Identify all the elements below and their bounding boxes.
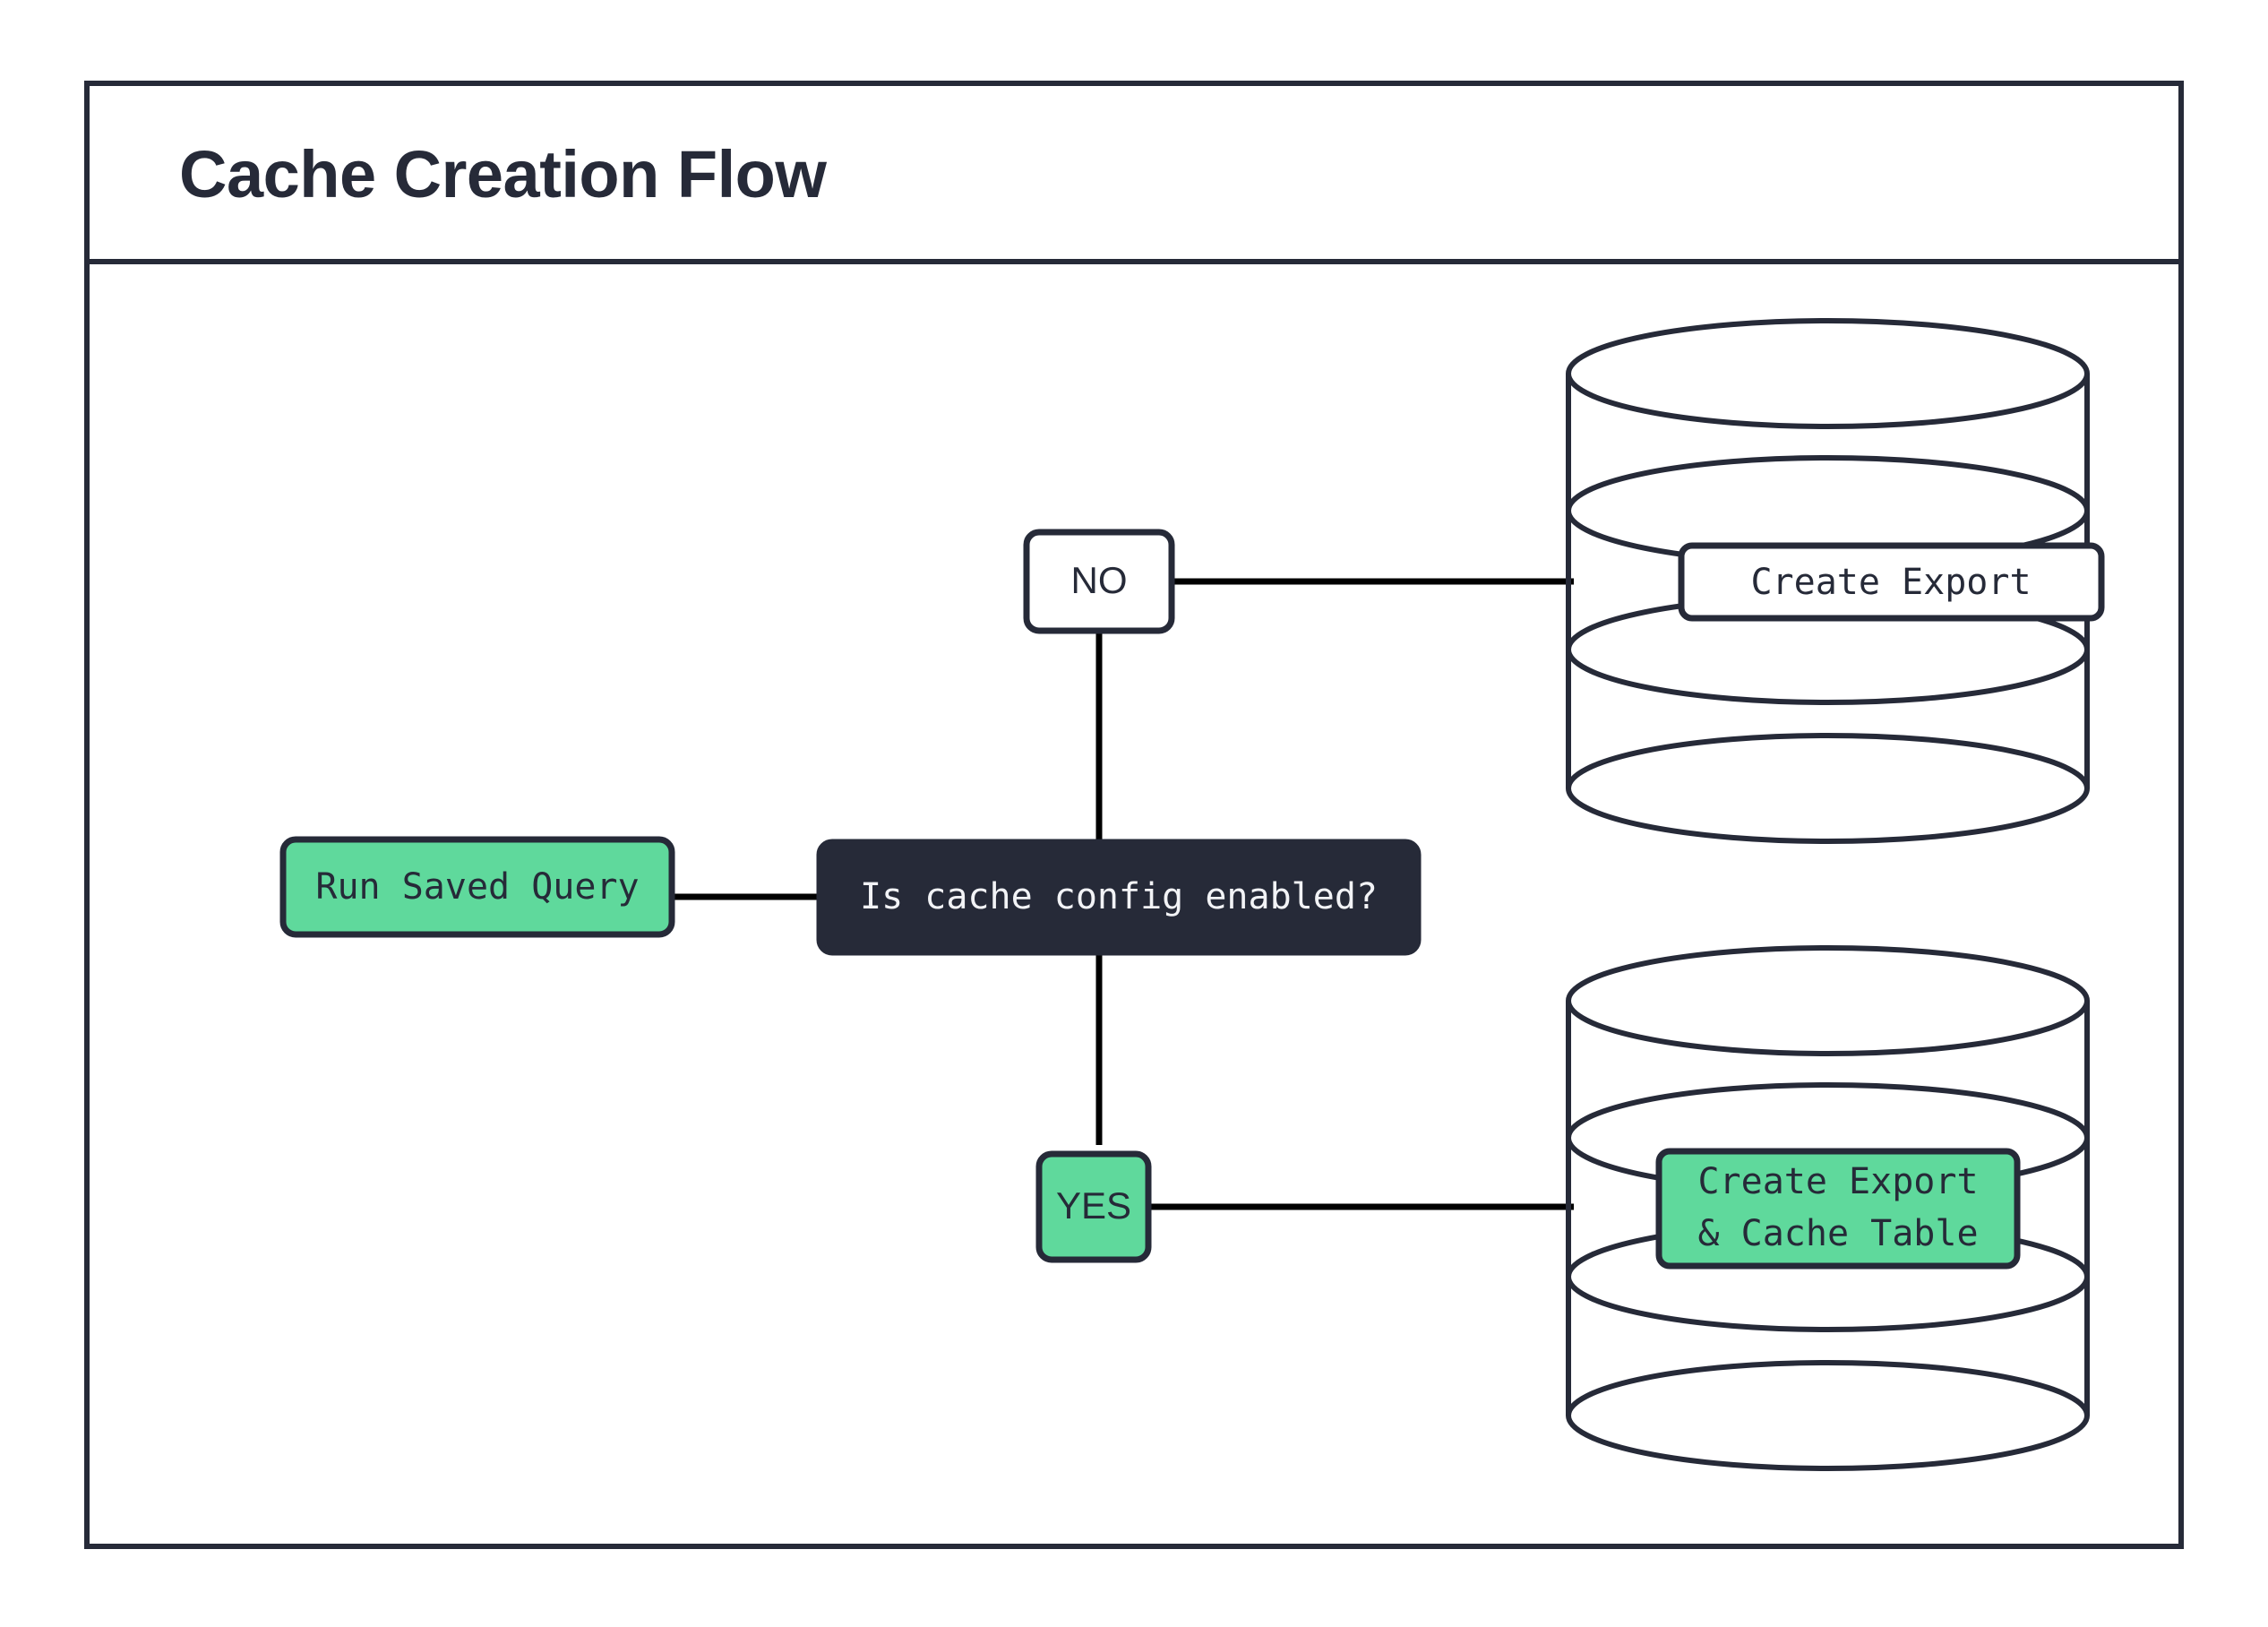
database-disc-4: [1566, 733, 2090, 844]
node-label-create-export-cache-table-line-1: Create Export: [1697, 1161, 1978, 1202]
edge-layer: [672, 578, 1574, 1210]
node-label-run-saved-query: Run Saved Query: [315, 866, 639, 908]
node-label-create-export-db: Create Export: [1750, 562, 2031, 603]
node-decision-box: [816, 839, 1422, 956]
database-disc-4: [1566, 1360, 2090, 1471]
node-label-branch-yes: YES: [1056, 1184, 1131, 1227]
node-branch-yes-box: [1035, 1150, 1152, 1263]
node-run-saved-query[interactable]: Run Saved Query: [279, 836, 675, 938]
node-label-is-cache-config-enabled: Is cache config enabled?: [860, 876, 1378, 917]
database-label-chip: [1678, 542, 2105, 622]
node-branch-no-box: [1023, 529, 1175, 634]
node-is-cache-config-enabled[interactable]: Is cache config enabled?: [816, 839, 1422, 956]
node-branch-no[interactable]: NO: [1023, 529, 1175, 634]
node-run-saved-query-box: [279, 836, 675, 938]
page-title: Cache Creation Flow: [179, 137, 827, 211]
database-disc-1: [1566, 318, 2090, 429]
node-label-create-export-cache-table-line-2: & Cache Table: [1697, 1213, 1978, 1254]
node-branch-yes[interactable]: YES: [1035, 1150, 1152, 1263]
database-label-chip: [1655, 1148, 2021, 1270]
node-create-export-cache-table-db[interactable]: Create Export & Cache Table: [1566, 945, 2090, 1471]
node-label-branch-no: NO: [1071, 559, 1128, 601]
node-create-export-db[interactable]: Create Export: [1566, 318, 2105, 844]
database-disc-1: [1566, 945, 2090, 1056]
